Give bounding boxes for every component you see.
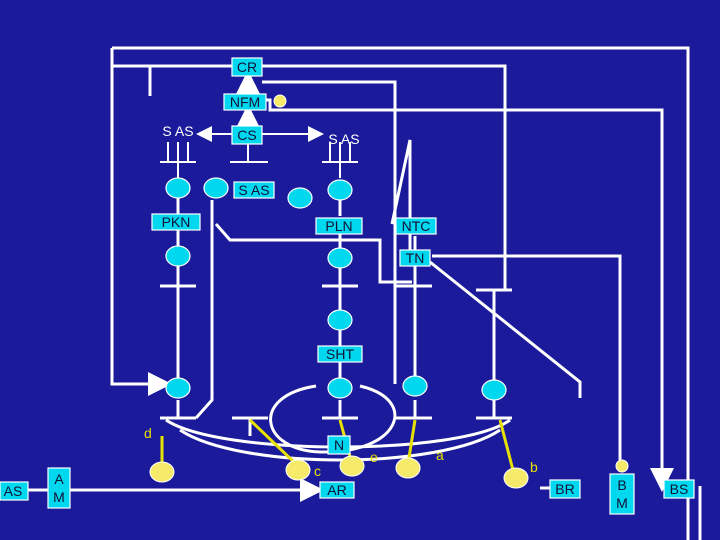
box-ar — [319, 481, 355, 499]
box-bm — [609, 473, 635, 515]
label-sas-mid: S AS — [238, 182, 269, 198]
box-as — [0, 481, 29, 501]
box-sas-mid — [233, 181, 275, 199]
box-n — [327, 435, 351, 455]
label-bm-line1: B — [617, 477, 626, 493]
wire-outer-left — [110, 48, 172, 396]
letter-d: d — [144, 425, 152, 441]
label-cs: CS — [237, 127, 256, 143]
node-ellipse — [327, 309, 353, 331]
wires — [28, 46, 702, 540]
node-ellipse — [165, 177, 191, 199]
letter-a: a — [436, 447, 444, 463]
node-ellipse — [402, 375, 428, 397]
label-as: AS — [4, 483, 23, 499]
label-tn: TN — [406, 250, 425, 266]
wire-cr-left-loop — [112, 64, 232, 96]
yellow-dot-bm — [615, 459, 629, 473]
wire-fan-right — [322, 142, 358, 178]
yellow-link-c — [248, 418, 298, 466]
label-ntc: NTC — [402, 218, 431, 234]
wire-left-d — [194, 200, 214, 419]
label-pkn: PKN — [162, 214, 191, 230]
box-pkn — [151, 213, 201, 231]
label-br: BR — [555, 481, 574, 497]
box-ntc — [395, 217, 437, 235]
label-pln: PLN — [325, 218, 352, 234]
wire-bot-bar1 — [160, 400, 196, 420]
label-n: N — [334, 437, 344, 453]
label-cr: CR — [237, 59, 257, 75]
node-ellipse — [203, 177, 229, 199]
letter-c: c — [314, 463, 321, 479]
yellow-node-e — [339, 455, 365, 477]
label-sas-right: S AS — [328, 131, 359, 147]
wire-fan-left — [160, 142, 196, 178]
node-ellipse — [481, 379, 507, 401]
box-am — [47, 467, 71, 509]
box-br — [549, 479, 581, 499]
wire-right-top — [262, 64, 507, 290]
wire-fan-mid — [230, 142, 268, 163]
node-ellipse — [327, 377, 353, 399]
boxes: CR NFM S AS CS S AS S AS PKN PLN NTC TN … — [0, 57, 695, 515]
node-ellipse — [165, 245, 191, 267]
wire-bottom-arc — [179, 428, 501, 462]
box-pln — [315, 217, 363, 235]
wire-tn-bm — [429, 260, 582, 398]
label-bm-line2: M — [616, 495, 628, 511]
yellow-node-a — [395, 457, 421, 479]
node-ellipse — [287, 187, 313, 209]
wire-bot-bar4 — [396, 400, 432, 420]
letter-b: b — [530, 459, 538, 475]
box-bs — [663, 479, 695, 499]
wire-sht-loop — [269, 384, 397, 454]
box-sht — [317, 345, 363, 363]
label-am-line2: M — [53, 489, 65, 505]
box-nfm — [223, 93, 267, 111]
label-bs: BS — [670, 481, 689, 497]
wire-top-outer — [112, 46, 690, 540]
box-cs — [231, 125, 263, 145]
node-ellipse — [165, 377, 191, 399]
wire-bot-bar5 — [476, 400, 512, 420]
wire-pkn-loop — [214, 223, 412, 284]
yellow-dot-nfm — [273, 94, 287, 108]
box-tn — [399, 249, 431, 267]
node-ellipse — [327, 179, 353, 201]
yellow-link-b — [498, 419, 516, 475]
yellow-node-d — [149, 461, 175, 483]
yellow-nodes — [149, 94, 629, 489]
box-cr — [231, 57, 263, 77]
wire-tn-diag — [432, 254, 622, 464]
label-am-line1: A — [54, 471, 64, 487]
yellow-node-b — [503, 467, 529, 489]
node-ellipse — [327, 247, 353, 269]
label-sht: SHT — [326, 346, 354, 362]
yellow-node-c — [285, 459, 311, 481]
letters: d c e a b — [144, 425, 538, 479]
wire-bot-bar3 — [322, 400, 358, 420]
label-nfm: NFM — [230, 94, 260, 110]
letter-e: e — [370, 449, 378, 465]
cyan-nodes — [165, 177, 507, 401]
label-ar: AR — [327, 482, 346, 498]
yellow-link-a — [406, 419, 417, 465]
label-sas-left: S AS — [162, 123, 193, 139]
wire-right-outer — [262, 98, 674, 492]
